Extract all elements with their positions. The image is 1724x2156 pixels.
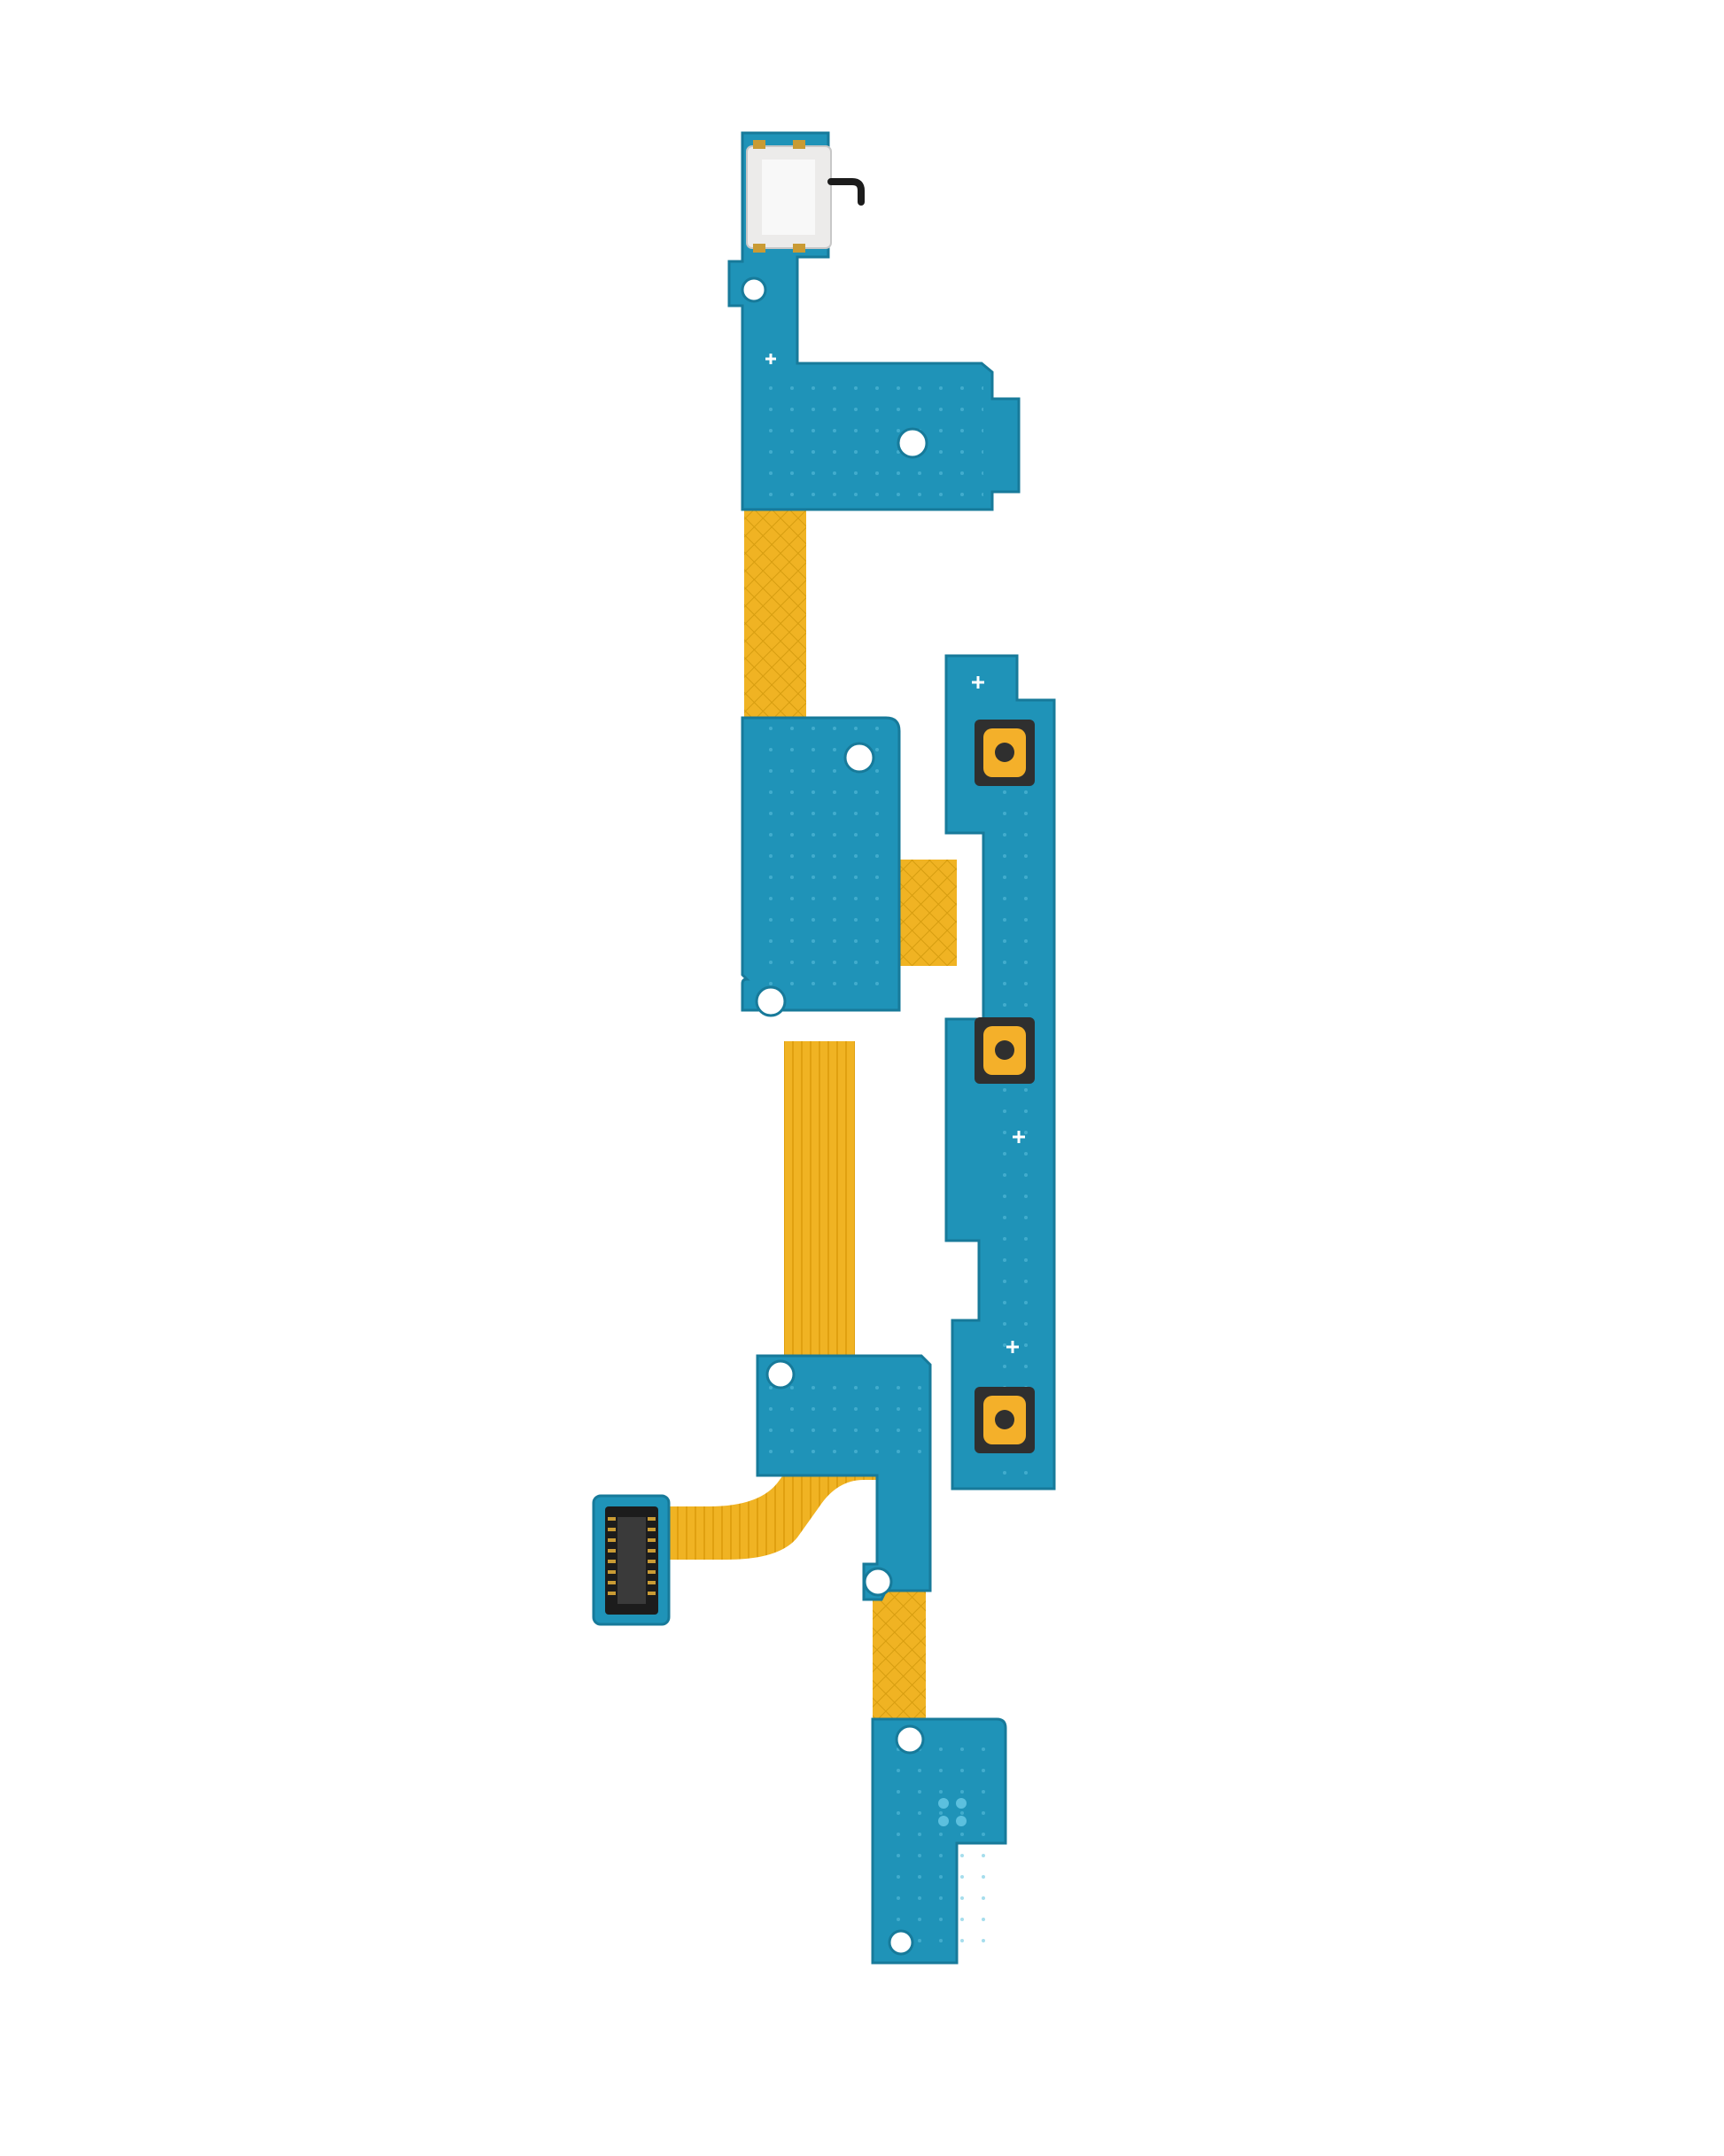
button-strip-assembly — [944, 654, 1056, 1491]
tactile-button-icon — [975, 1387, 1035, 1453]
pcb-top-dots — [753, 372, 983, 501]
pcb-bottom-dots — [881, 1732, 997, 1954]
flex-segment-lower — [873, 1582, 926, 1737]
fiducial-mark-icon — [972, 676, 1025, 1353]
mounting-hole-icon — [895, 1724, 925, 1755]
flex-segment-upper — [744, 505, 806, 727]
test-pad-cluster — [938, 1798, 967, 1826]
mounting-hole-icon — [897, 427, 928, 459]
pcb-middle-dots — [753, 727, 890, 1001]
tactile-button-icon — [975, 720, 1035, 786]
flex-segment-middle — [784, 1041, 855, 1360]
pcb-lower-dots — [766, 1369, 921, 1467]
tactile-button-icon — [975, 1017, 1035, 1084]
fiducial-mark-icon — [765, 354, 776, 364]
mounting-hole-icon — [765, 1359, 796, 1389]
mounting-hole-icon — [741, 276, 767, 303]
mounting-hole-icon — [888, 1929, 914, 1956]
side-switch-icon — [746, 140, 865, 253]
pcb-strip-dots — [992, 709, 1045, 1480]
main-flex-assembly — [592, 131, 1021, 1965]
mounting-hole-icon — [863, 1567, 893, 1597]
board-to-board-connector-icon — [592, 1494, 671, 1626]
flex-bridge-right — [895, 860, 957, 966]
mounting-hole-icon — [843, 742, 875, 774]
mounting-hole-icon — [755, 985, 787, 1017]
